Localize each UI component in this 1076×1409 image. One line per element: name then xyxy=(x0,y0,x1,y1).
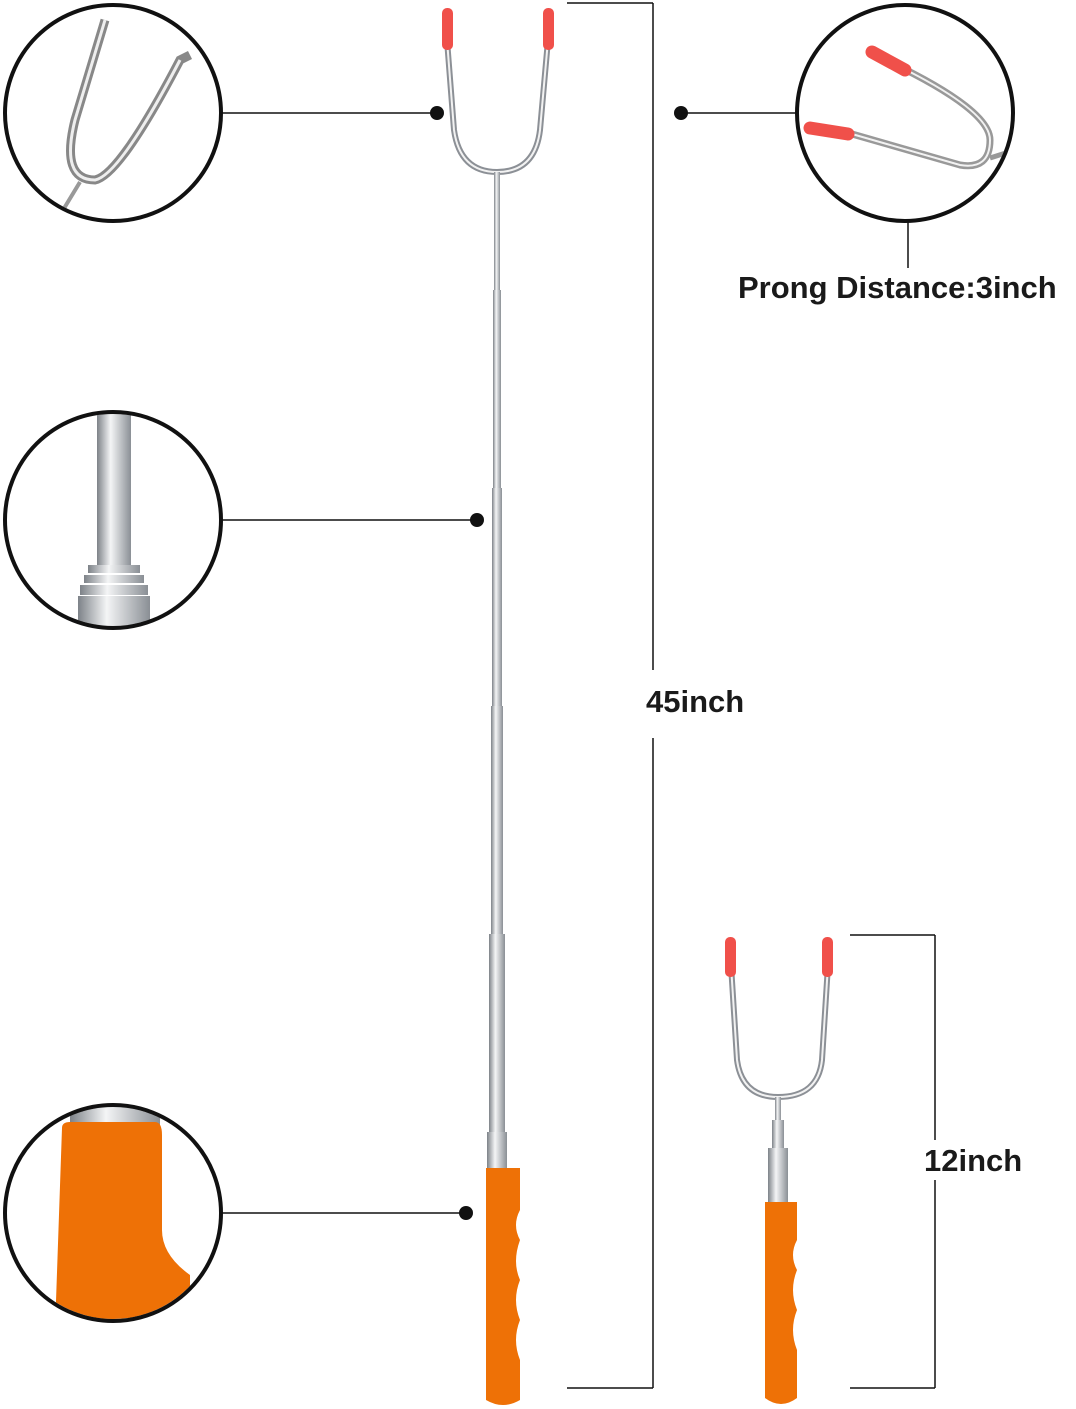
collapsed-fork xyxy=(725,937,833,1404)
collapsed-length-label: 12inch xyxy=(924,1143,1023,1178)
extended-length-label: 45inch xyxy=(646,684,745,719)
prong-distance-label: Prong Distance:3inch xyxy=(738,270,1057,305)
callout-joint xyxy=(221,513,484,527)
detail-prong-bend xyxy=(3,3,223,223)
prong-tip xyxy=(725,937,736,977)
detail-prong-tips xyxy=(795,3,1015,223)
dimension-collapsed xyxy=(850,934,936,1389)
extended-fork xyxy=(442,8,554,1405)
callout-prong xyxy=(221,106,444,120)
detail-telescoping-joint xyxy=(3,410,223,630)
handle xyxy=(765,1202,797,1404)
prong-tip xyxy=(822,937,833,977)
callout-prong-distance xyxy=(674,106,909,268)
prong-tip xyxy=(442,8,453,50)
detail-handle xyxy=(3,1103,223,1323)
callout-handle xyxy=(221,1206,473,1220)
prong-tip xyxy=(543,8,554,50)
handle xyxy=(486,1168,520,1405)
dimension-extended xyxy=(567,2,654,1389)
